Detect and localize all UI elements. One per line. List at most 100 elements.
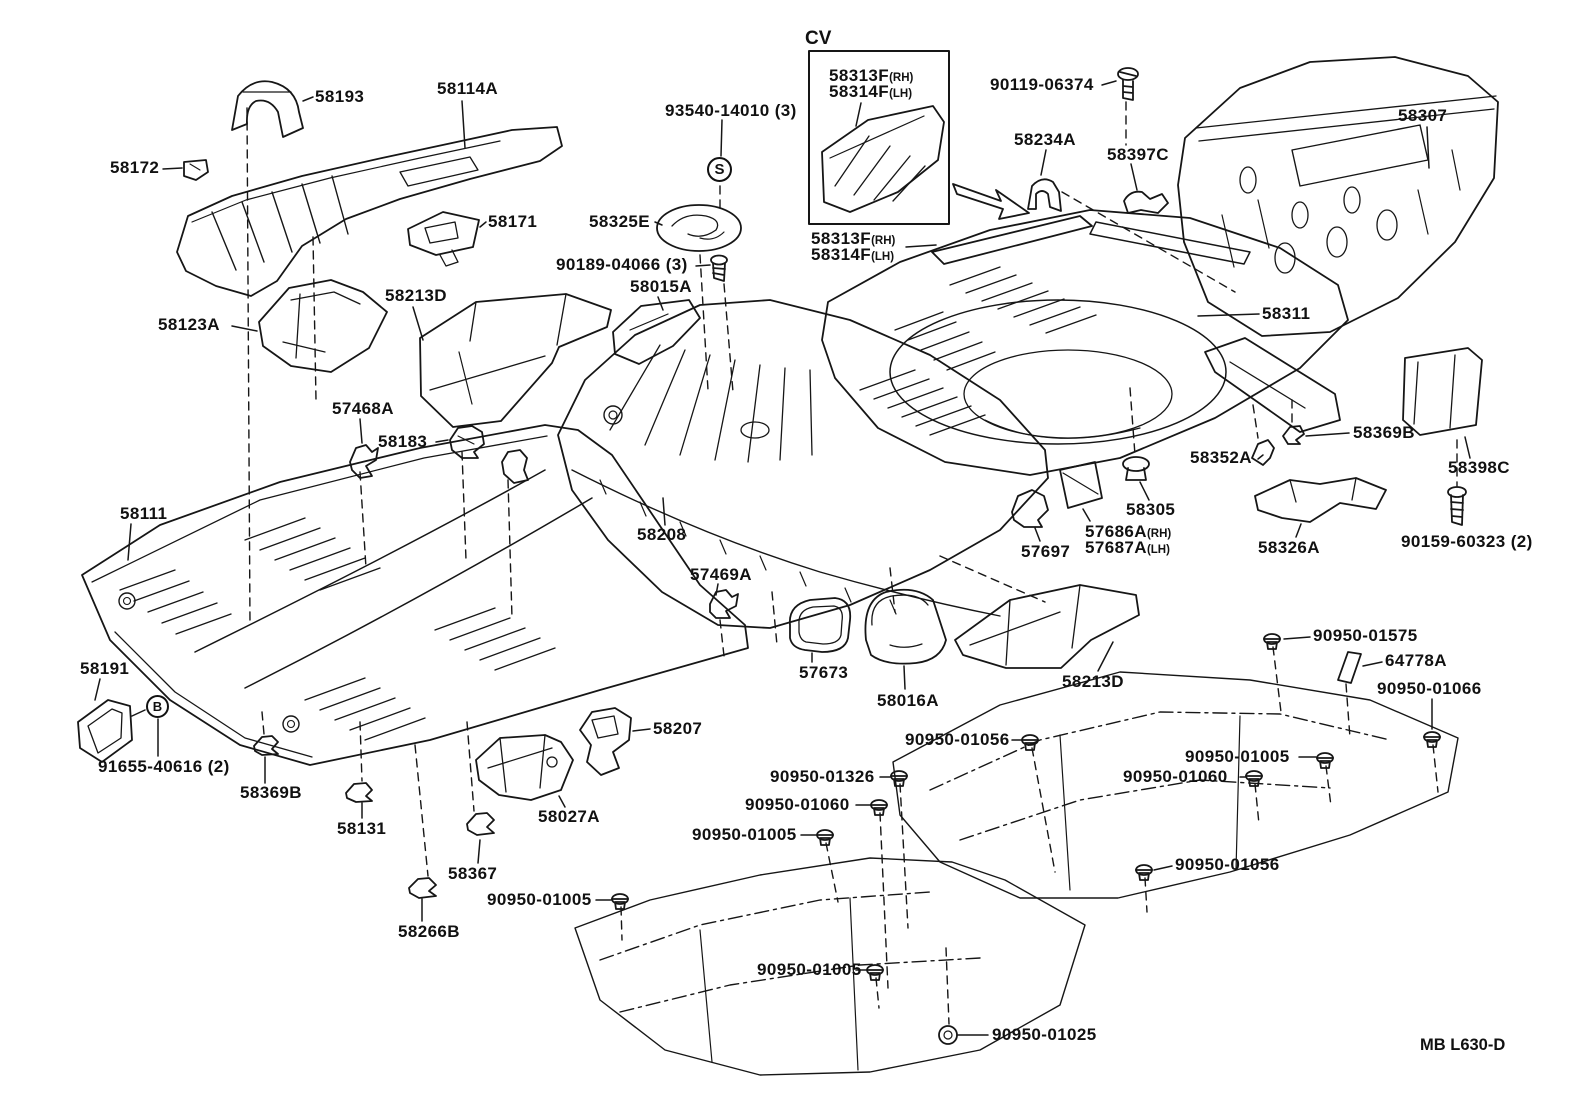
part-drawing-58326a [1254,477,1387,523]
part-label-90950-01005-a: 90950-01005 [692,825,797,844]
pin-icon-90950-01056-bottom [1135,864,1153,881]
part-label-58015a: 58015A [630,277,692,296]
part-label-58313f-58314f: 58313F(RH) 58314F(LH) [811,229,896,264]
part-label-90950-01060-right: 90950-01060 [1123,767,1228,786]
part-label-90950-01005-c: 90950-01005 [757,960,862,979]
part-label-90159-60323: 90159-60323 (2) [1401,532,1533,551]
part-label-58114a: 58114A [437,79,499,98]
clip-drawing-58367 [466,812,495,836]
part-label-58311: 58311 [1262,304,1311,323]
part-label-58369b-left: 58369B [240,783,302,802]
part-label-90950-01575: 90950-01575 [1313,626,1418,645]
part-label-90950-01025: 90950-01025 [992,1025,1097,1044]
clip-drawing-58369b-left [253,735,279,756]
part-label-58234a: 58234A [1014,130,1076,149]
cv-inset-box [808,50,950,225]
part-drawing-58208 [557,299,1049,629]
part-drawing-58311 [821,209,1349,476]
part-drawing-58307 [1177,56,1499,337]
part-label-91655-40616: 91655-40616 (2) [98,757,230,776]
part-drawing-58213d-lower [954,584,1140,669]
pin-icon-90950-01326 [890,770,908,787]
circled-letter-b: B [146,695,169,718]
part-drawing-57673 [788,597,852,653]
part-label-90950-01005-right: 90950-01005 [1185,747,1290,766]
part-drawing-58207 [579,707,632,776]
part-drawing-58398c [1402,347,1483,436]
part-label-58171: 58171 [488,212,538,231]
part-label-58305: 58305 [1126,500,1176,519]
leader-lines [94,80,1471,1036]
part-drawing-58015a [612,299,701,365]
part-label-58398c: 58398C [1448,458,1510,477]
pin-icon-90950-01575 [1263,633,1281,650]
cv-marker: CV [805,28,832,49]
part-drawing-58172 [183,159,209,181]
part-label-57468a: 57468A [332,399,394,418]
part-drawing-58171 [407,211,480,267]
part-drawing-57697 [1011,489,1049,528]
part-label-90950-01056-bottom: 90950-01056 [1175,855,1280,874]
clip-drawing-58369b-right [1282,425,1305,445]
part-drawing-58027a [475,734,574,801]
part-drawing-58123a [258,279,388,373]
part-drawing-58111 [81,424,749,766]
part-drawing-57686a [1059,461,1103,509]
part-label-90950-01056-top: 90950-01056 [905,730,1010,749]
pin-icon-90950-01005-c [866,964,884,981]
part-label-57469a: 57469A [690,565,752,584]
part-label-57697: 57697 [1021,542,1071,561]
part-label-57686a-57687a: 57686A(RH) 57687A(LH) [1085,522,1172,557]
screw-icon-90159-60323 [1447,486,1467,526]
part-label-58208: 58208 [637,525,687,544]
clip-drawing-58131 [345,782,373,803]
screw-icon-90119-06374 [1117,67,1139,101]
screw-icon-90189-04066 [710,254,728,282]
part-label-58213d-lower: 58213D [1062,672,1124,691]
part-drawing-58325e [656,204,742,252]
part-drawing-58183 [449,425,485,459]
part-drawing-58114a [176,126,563,297]
part-label-90950-01066: 90950-01066 [1377,679,1482,698]
part-label-58027a: 58027A [538,807,600,826]
part-drawing-57468a [349,444,379,479]
part-label-90189-04066: 90189-04066 (3) [556,255,688,274]
part-label-58326a: 58326A [1258,538,1320,557]
part-label-58367: 58367 [448,864,498,883]
pin-icon-90950-01060-left [870,799,888,816]
part-label-64778a: 64778A [1385,651,1447,670]
part-label-58111: 58111 [120,504,168,523]
part-label-58352a: 58352A [1190,448,1252,467]
part-drawing-58397c [1123,190,1169,214]
part-label-58397c: 58397C [1107,145,1169,164]
part-label-58207: 58207 [653,719,703,738]
part-label-58183: 58183 [378,432,428,451]
part-label-58213d-upper: 58213D [385,286,447,305]
part-label-58191: 58191 [80,659,130,678]
dashed-projection-lines [246,101,1458,1025]
drawing-code: MB L630-D [1420,1036,1506,1054]
circled-letter-s: S [707,157,732,182]
pin-icon-90950-01005-a [816,829,834,846]
part-label-58131: 58131 [337,819,387,838]
part-label-57673: 57673 [799,663,849,682]
part-label-90119-06374: 90119-06374 [990,75,1094,94]
part-label-58307: 58307 [1398,106,1448,125]
pad-icon-64778a [1337,651,1362,684]
part-label-58016a: 58016A [877,691,939,710]
part-label-90950-01326: 90950-01326 [770,767,875,786]
part-label-58123a: 58123A [158,315,220,334]
silencer-sheet-rear [892,671,1459,899]
part-drawing-58213d-upper [419,293,612,428]
fastener-drawing-58305 [1122,456,1150,481]
part-drawing-58193 [231,80,304,138]
clip-drawing-extra [501,449,529,484]
clip-drawing-58266b [408,877,437,899]
silencer-sheet-front [574,857,1086,1076]
pin-icon-90950-01066 [1423,731,1441,748]
part-drawing-58016a [864,588,947,665]
pin-icon-90950-01005-right [1316,752,1334,769]
part-label-58313f-58314f-box: 58313F(RH) 58314F(LH) [829,66,914,101]
part-drawing-58352a [1251,439,1275,466]
